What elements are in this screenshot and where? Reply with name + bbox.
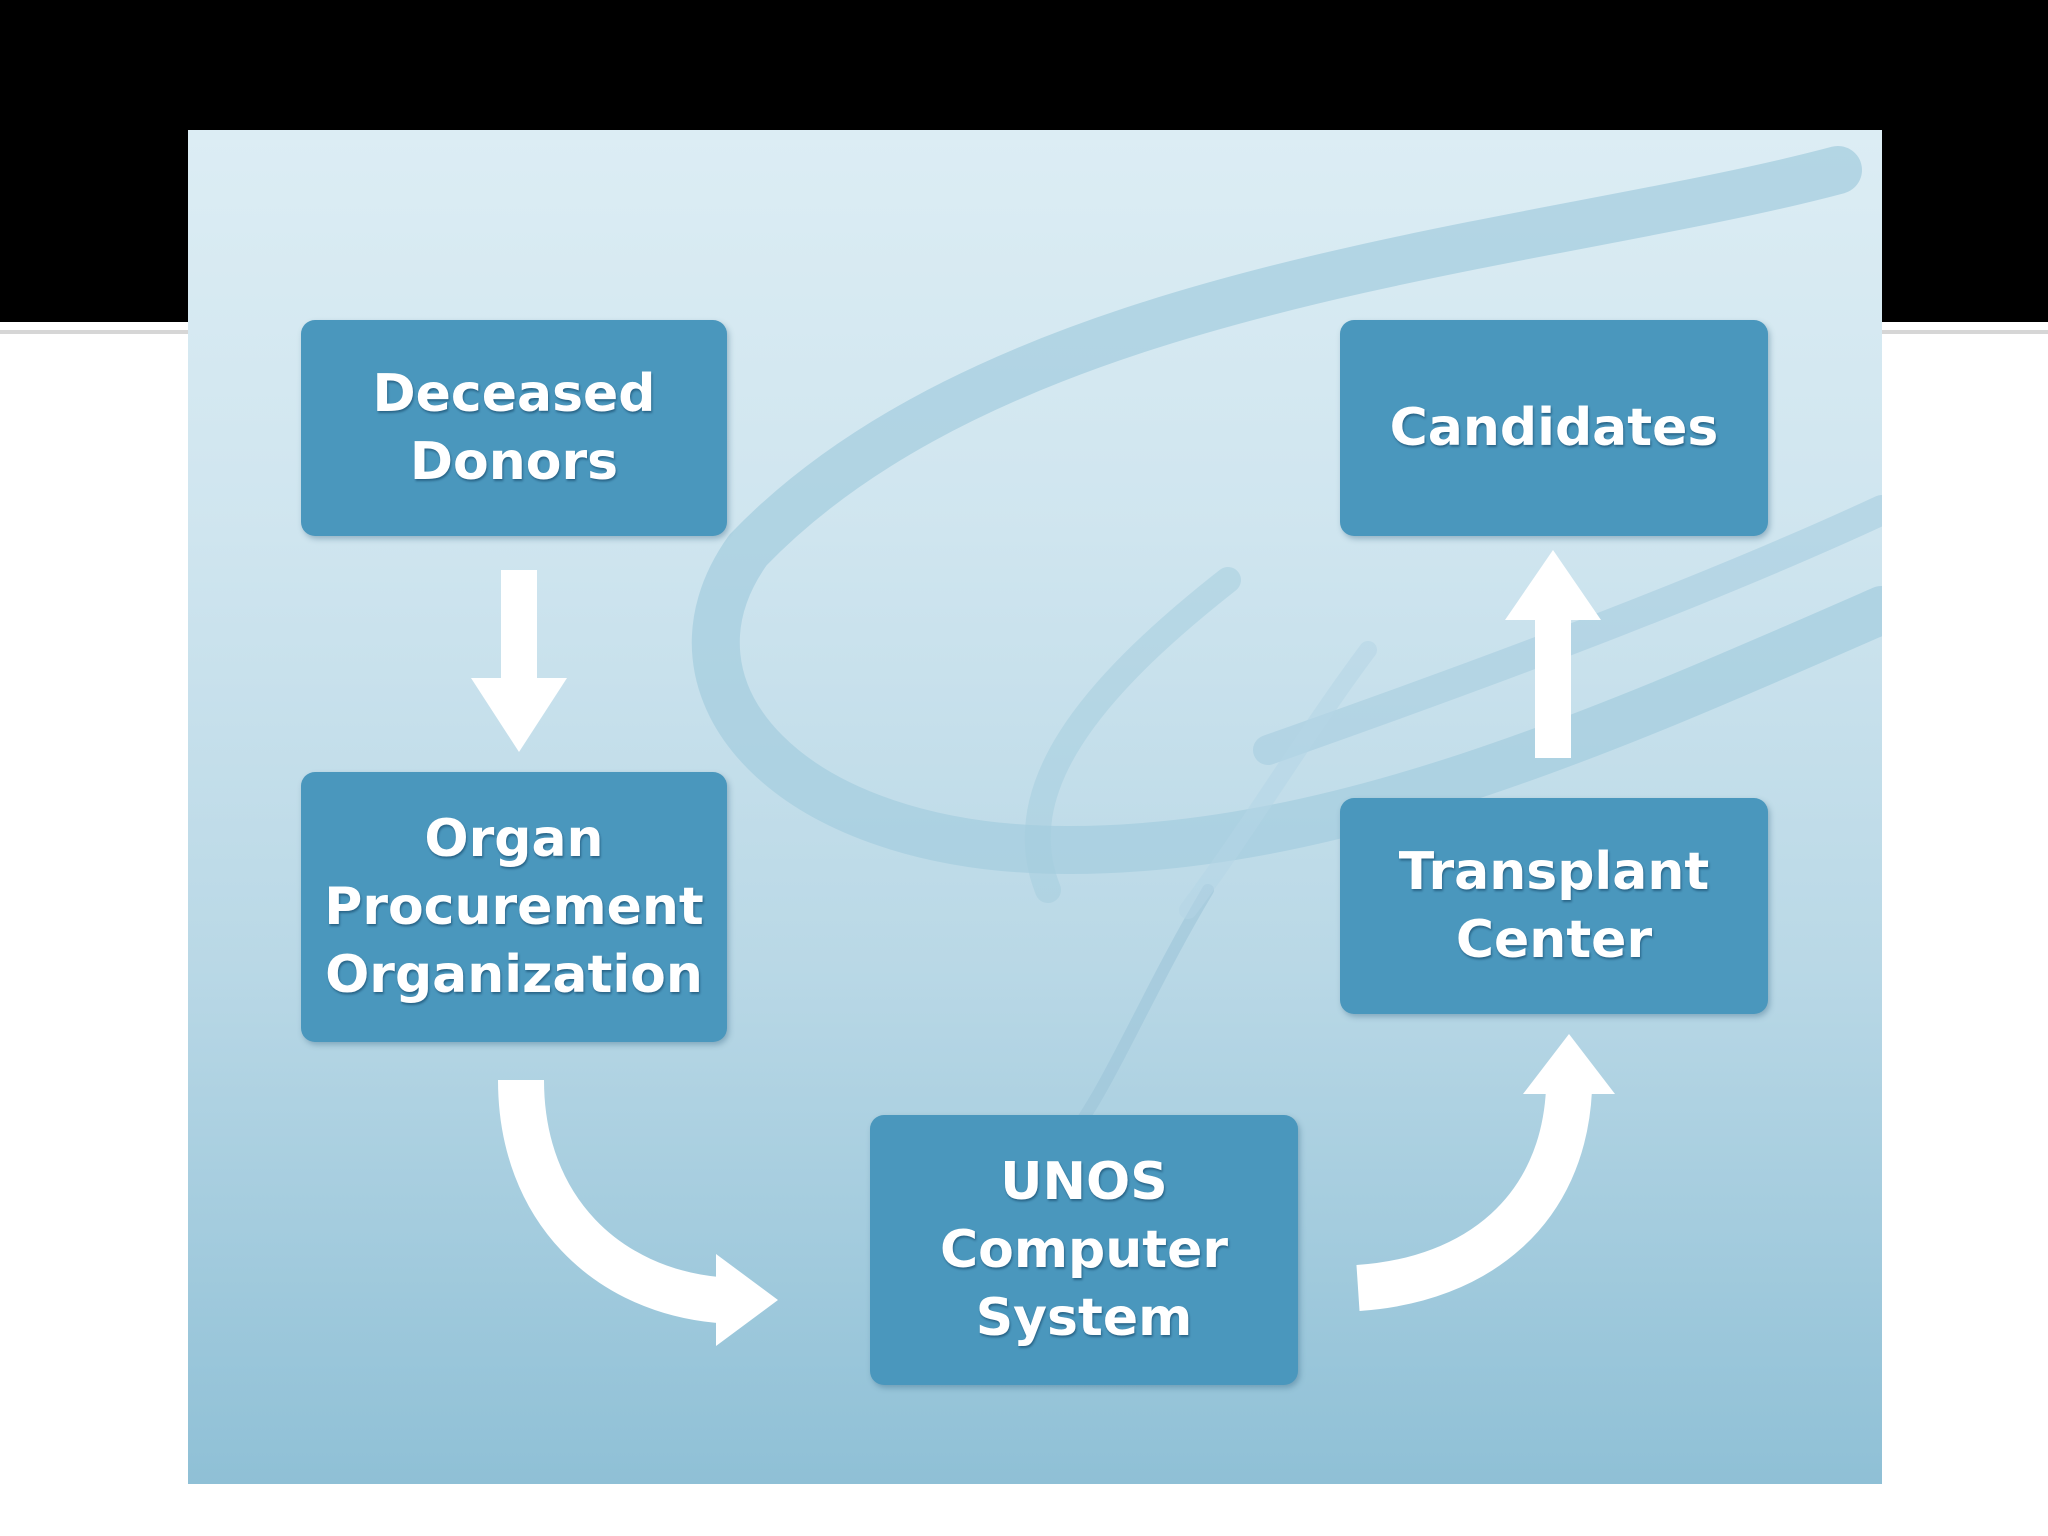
- node-deceased-donors: Deceased Donors: [301, 320, 727, 536]
- node-candidates: Candidates: [1340, 320, 1768, 536]
- node-unos-computer-system: UNOS Computer System: [870, 1115, 1298, 1385]
- node-transplant-center-label: Transplant Center: [1398, 842, 1710, 970]
- node-transplant-center: Transplant Center: [1340, 798, 1768, 1014]
- node-organ-procurement-organization: Organ Procurement Organization: [301, 772, 727, 1042]
- arrow-opo-to-unos: [498, 1079, 778, 1346]
- node-candidates-label: Candidates: [1389, 398, 1719, 458]
- node-unos-label: UNOS Computer System: [939, 1152, 1229, 1348]
- arrow-donors-to-opo: [471, 570, 567, 752]
- arrow-center-to-candidates: [1505, 550, 1601, 758]
- node-deceased-donors-label: Deceased Donors: [372, 364, 656, 492]
- flow-arrows: [471, 550, 1615, 1346]
- diagram-panel: Deceased Donors Organ Procurement Organi…: [188, 130, 1882, 1484]
- arrow-unos-to-center: [1356, 1034, 1615, 1311]
- node-opo-label: Organ Procurement Organization: [324, 809, 704, 1005]
